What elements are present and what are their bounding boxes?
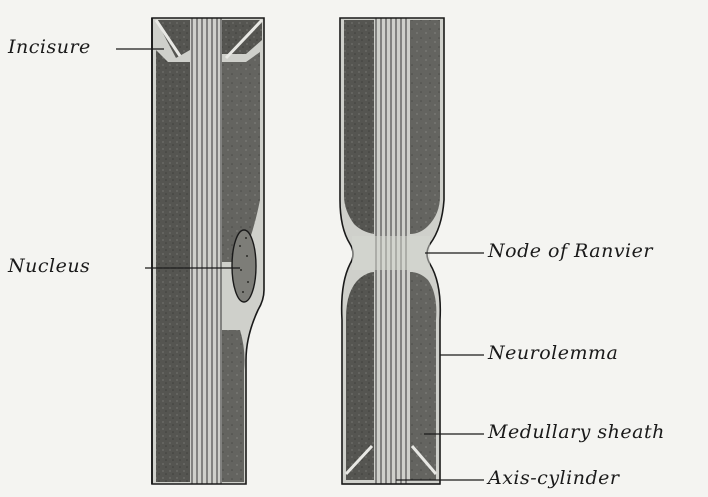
label-nucleus: Nucleus	[8, 255, 90, 277]
node-of-ranvier-region	[352, 236, 430, 270]
label-node-of-ranvier: Node of Ranvier	[488, 240, 653, 262]
left-nerve-fiber	[152, 18, 264, 484]
label-neurolemma: Neurolemma	[488, 342, 618, 364]
label-axis-cylinder: Axis-cylinder	[488, 467, 619, 489]
right-nerve-fiber	[340, 18, 444, 484]
label-medullary-sheath: Medullary sheath	[488, 421, 665, 443]
nucleus-shape	[232, 230, 256, 302]
left-medullary-sheath-left	[156, 50, 190, 482]
label-incisure: Incisure	[8, 36, 91, 58]
